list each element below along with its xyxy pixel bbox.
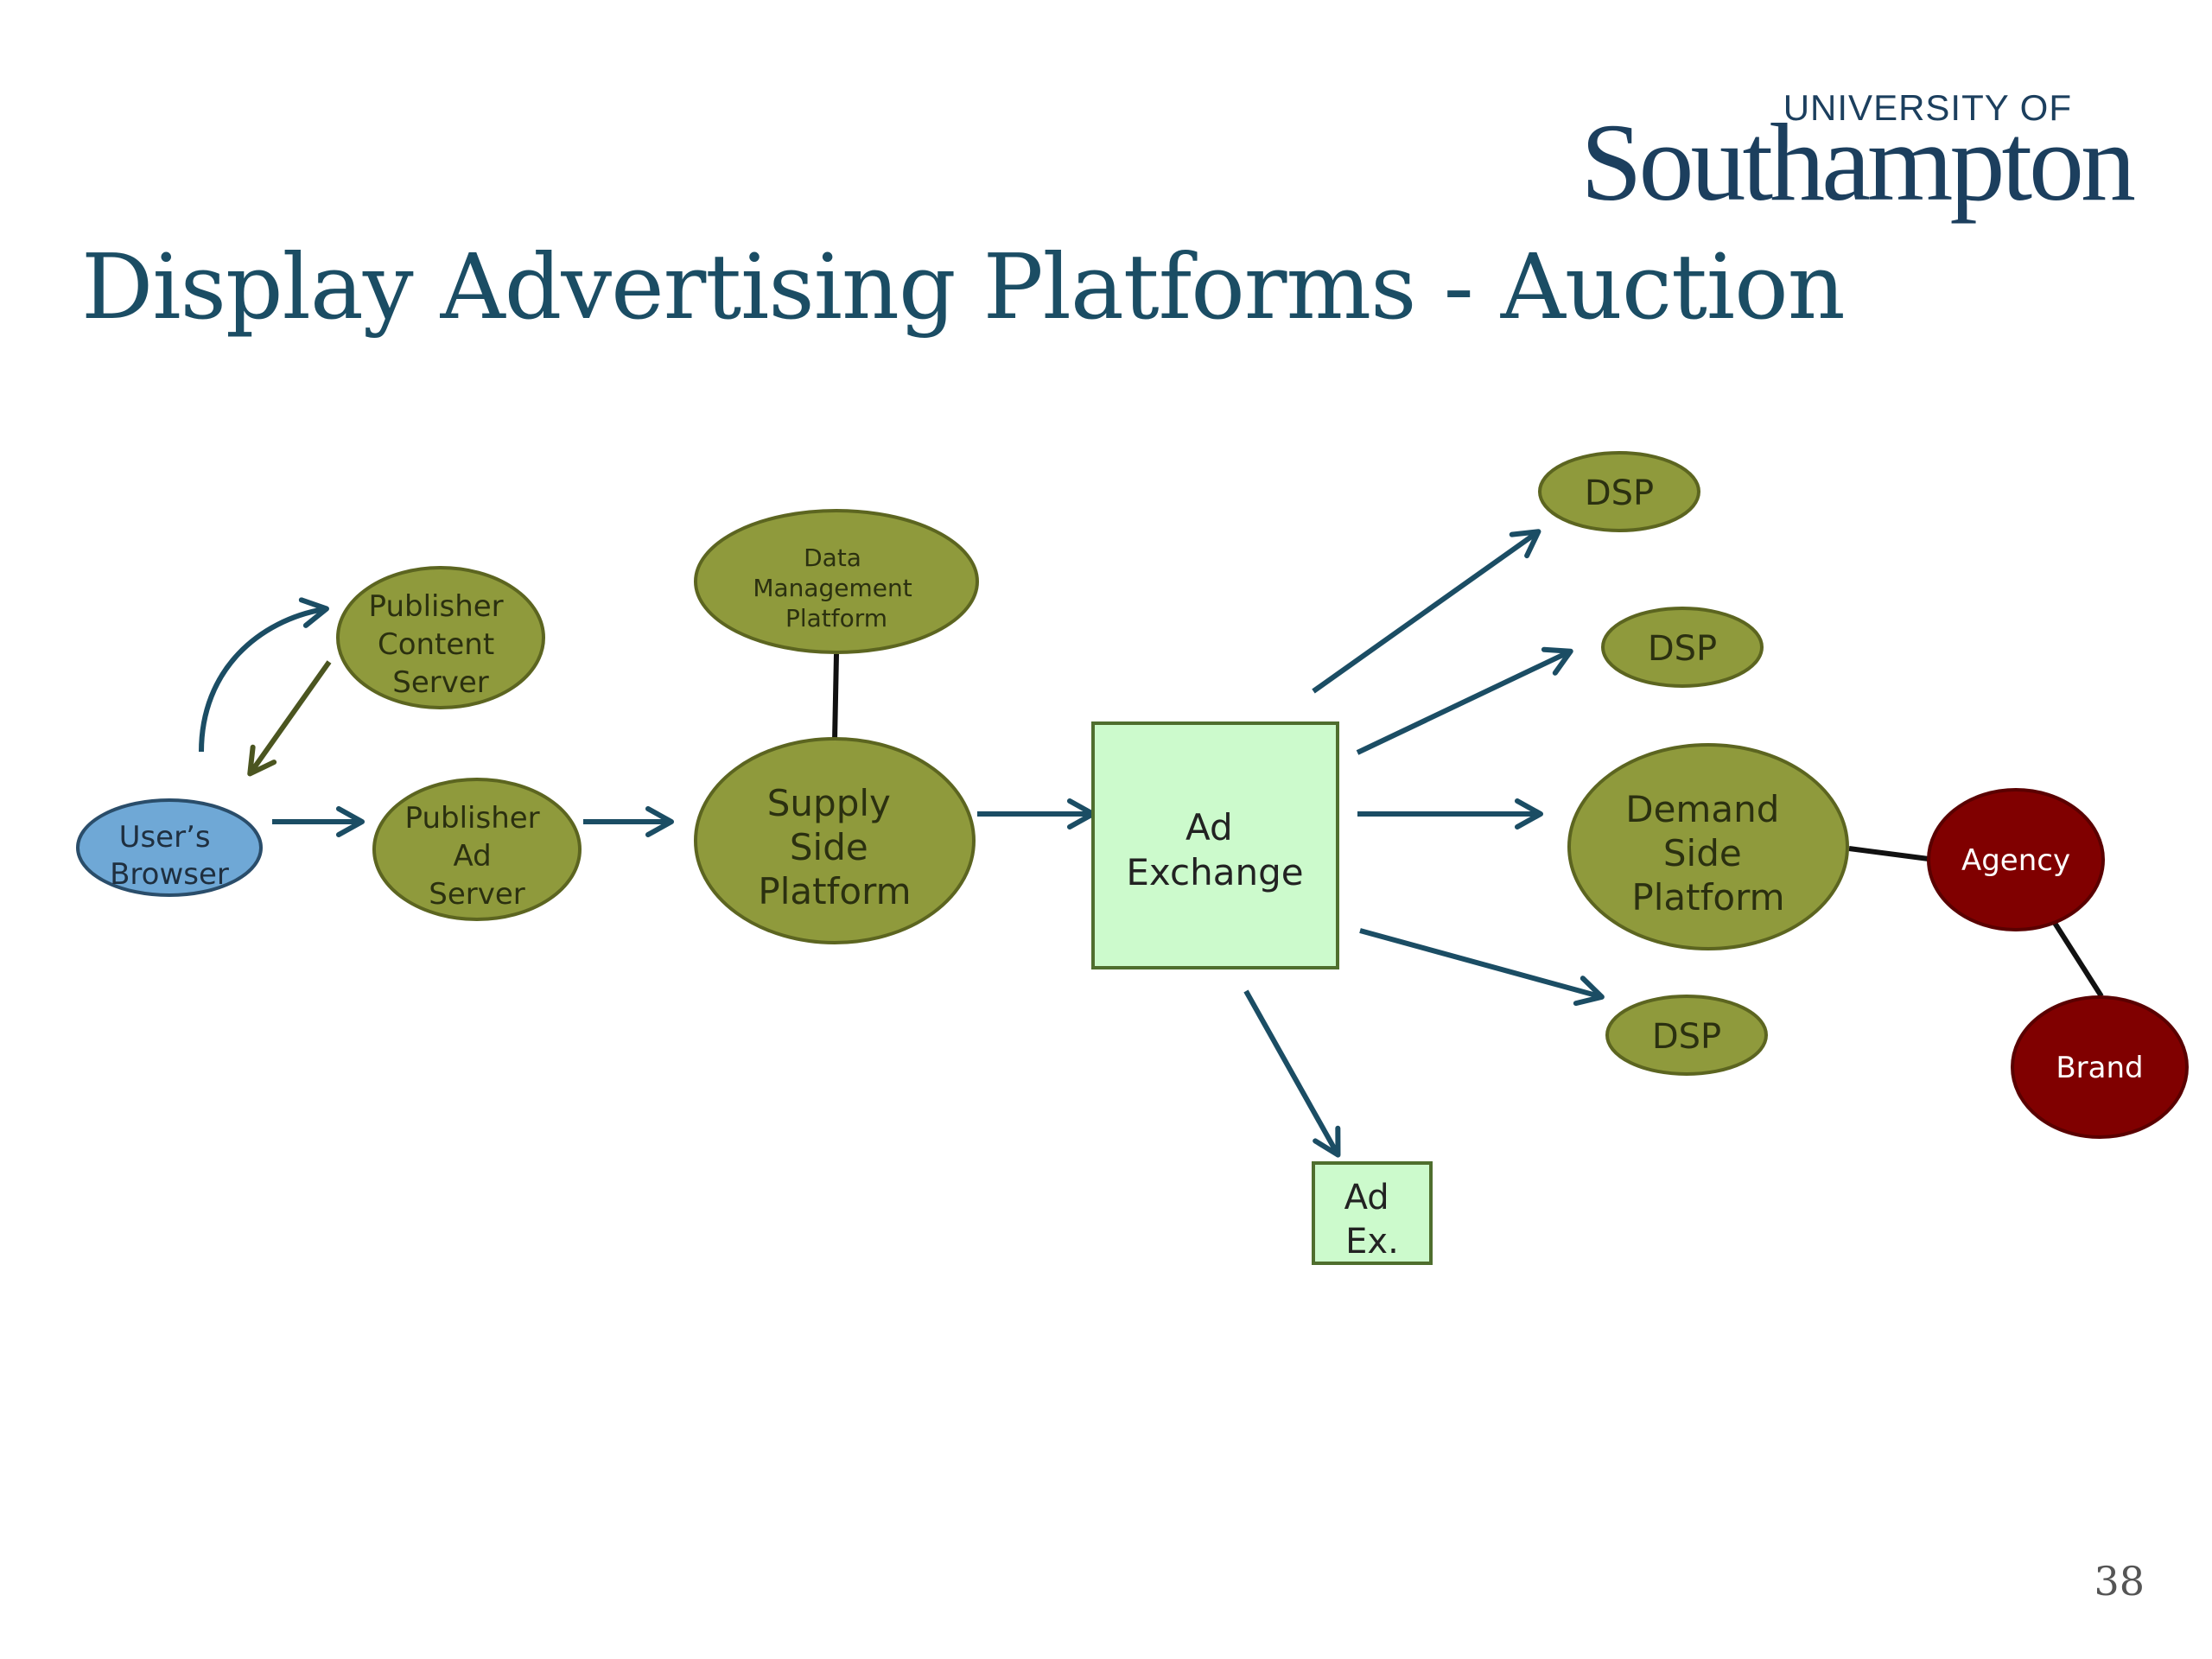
label-dsp-2: DSP: [1648, 629, 1717, 669]
label-ad-server-3: Server: [429, 877, 525, 912]
label-dmp-1: Data: [804, 543, 861, 572]
svg-text:Ad Ex.: Ad Ex.: [1344, 1178, 1401, 1262]
label-demand-side-1: Demand: [1625, 788, 1779, 830]
label-ssp-2: Side: [790, 826, 868, 868]
svg-text:DSP: DSP: [1648, 629, 1717, 669]
slide-title: Display Advertising Platforms - Auction: [81, 234, 1846, 340]
label-demand-side-3: Platform: [1631, 876, 1784, 918]
svg-text:Agency: Agency: [1961, 843, 2070, 878]
label-ad-server-2: Ad: [453, 839, 491, 874]
svg-text:Publisher Content: Publisher Content Server: [369, 589, 513, 700]
label-content-server-2: Content: [378, 627, 494, 662]
svg-text:DSP: DSP: [1585, 474, 1654, 513]
label-users-browser-1: User’s: [119, 820, 211, 855]
label-ssp-1: Supply: [767, 782, 891, 824]
arrow-exchange-to-ad-ex: [1243, 989, 1341, 1158]
svg-text:Demand Side Pl: Demand Side Platform: [1625, 788, 1790, 918]
arrow-exchange-to-dsp-1: [1312, 529, 1541, 694]
label-dsp-1: DSP: [1585, 474, 1654, 513]
arrow-browser-to-content-server: [199, 597, 329, 753]
arrow-content-server-to-browser: [247, 660, 332, 777]
svg-text:Ad Exchange: Ad Exchange: [1126, 806, 1303, 893]
connector-agency-brand: [2050, 918, 2104, 998]
arrow-exchange-to-dsp-2: [1356, 646, 1573, 755]
label-demand-side-2: Side: [1663, 832, 1742, 874]
svg-text:Supply Side Pl: Supply Side Platform: [758, 782, 911, 912]
label-brand: Brand: [2056, 1051, 2143, 1085]
svg-text:Publisher Ad S: Publisher Ad Server: [405, 801, 550, 912]
connector-dsp-agency: [1848, 846, 1929, 861]
svg-text:User’s Browser: User’s Browser: [110, 820, 229, 892]
label-ad-ex-1: Ad: [1344, 1178, 1389, 1217]
node-users-browser: User’s Browser: [76, 798, 263, 897]
label-dsp-3: DSP: [1652, 1017, 1721, 1057]
node-ad-ex-small: Ad Ex.: [1312, 1161, 1433, 1265]
label-ad-ex-2: Ex.: [1345, 1222, 1399, 1262]
node-dsp-1: DSP: [1538, 451, 1700, 532]
label-dmp-3: Platform: [785, 604, 887, 632]
node-supply-side-platform: Supply Side Platform: [694, 737, 976, 944]
label-ssp-3: Platform: [758, 870, 911, 912]
label-exchange-1: Ad: [1185, 806, 1233, 849]
university-logo: UNIVERSITY OF Southampton: [1580, 83, 2136, 221]
svg-text:Data Management: Data Management Platform: [753, 543, 919, 632]
node-dsp-2: DSP: [1601, 607, 1764, 688]
label-agency: Agency: [1961, 843, 2070, 878]
label-content-server-1: Publisher: [369, 589, 504, 624]
page-number: 38: [2094, 1558, 2145, 1605]
logo-top-text: UNIVERSITY OF: [1783, 87, 2072, 128]
label-exchange-2: Exchange: [1126, 851, 1303, 893]
label-ad-server-1: Publisher: [405, 801, 540, 836]
svg-text:DSP: DSP: [1652, 1017, 1721, 1057]
node-publisher-ad-server: Publisher Ad Server: [372, 778, 582, 921]
node-brand: Brand: [2011, 995, 2189, 1139]
node-agency: Agency: [1927, 788, 2105, 931]
node-ad-exchange: Ad Exchange: [1091, 721, 1339, 969]
label-users-browser-2: Browser: [110, 857, 229, 892]
node-publisher-content-server: Publisher Content Server: [336, 566, 545, 709]
node-data-management-platform: Data Management Platform: [694, 509, 979, 654]
label-content-server-3: Server: [392, 665, 489, 700]
node-demand-side-platform: Demand Side Platform: [1567, 743, 1849, 950]
connector-dmp-ssp: [832, 653, 839, 742]
node-dsp-3: DSP: [1605, 995, 1768, 1076]
svg-text:Brand: Brand: [2056, 1051, 2143, 1085]
logo-main-text: Southampton: [1580, 101, 2136, 224]
arrow-exchange-to-dsp-3: [1359, 928, 1605, 1007]
label-dmp-2: Management: [753, 574, 912, 602]
